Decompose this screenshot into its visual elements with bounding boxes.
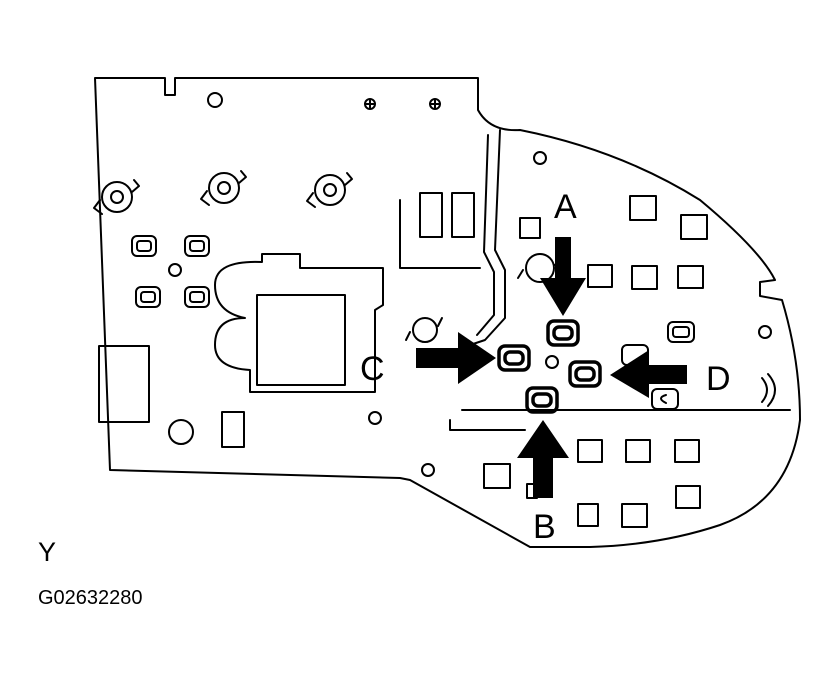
arrow-d-left (610, 350, 687, 398)
square-component (577, 503, 599, 527)
mounting-hole (168, 263, 182, 277)
contact-pad (184, 235, 210, 257)
arrow-b-up (517, 420, 569, 498)
central-module-outline (214, 253, 384, 393)
bulb-socket (517, 253, 562, 283)
mounting-hole (758, 325, 772, 339)
terminal-b-pad (525, 386, 559, 414)
square-component (677, 265, 704, 289)
square-component (675, 485, 701, 509)
terminal-a-inner (552, 325, 574, 341)
terminal-b-inner (531, 392, 553, 408)
bulb-socket (93, 179, 140, 215)
arrow-a-down (540, 237, 586, 316)
contact-pad-inner (189, 291, 205, 303)
square-component (629, 195, 657, 221)
screw-cross-icon (365, 99, 375, 109)
contact-pad-inner (136, 240, 152, 252)
arrow-c-right (416, 332, 496, 384)
terminal-d-pad (568, 360, 602, 388)
contact-pad-inner (140, 291, 156, 303)
mounting-hole (545, 355, 559, 369)
inner-frame-line (449, 419, 526, 431)
screw-cross-icon (430, 99, 440, 109)
terminal-c-pad (497, 344, 531, 372)
square-component (674, 439, 700, 463)
view-label: Y (38, 537, 56, 567)
square-component (631, 265, 658, 290)
contact-pad (667, 321, 695, 343)
callout-label-d: D (706, 360, 731, 398)
mounting-hole (533, 151, 547, 165)
component-block (451, 192, 475, 238)
terminal-c-inner (503, 350, 525, 366)
component-block (98, 345, 150, 423)
figure-code: G02632280 (38, 587, 143, 609)
square-component (621, 503, 648, 528)
square-component (483, 463, 511, 489)
mounting-hole (421, 463, 435, 477)
board-outline (94, 77, 801, 548)
contact-pad (184, 286, 210, 308)
inner-frame-line (399, 199, 481, 269)
contact-pad-inner (672, 326, 690, 338)
square-component (680, 214, 708, 240)
socket-edge (761, 373, 776, 407)
callout-label-b: B (533, 508, 556, 546)
central-module-window (256, 294, 346, 386)
inner-trace-line (469, 129, 506, 346)
bulb-socket (306, 172, 353, 208)
contact-pad-inner (189, 240, 205, 252)
square-component (519, 217, 541, 239)
callout-label-c: C (360, 350, 385, 388)
contact-pad (131, 235, 157, 257)
terminal-a-pad (546, 319, 580, 347)
terminal-d-inner (574, 366, 596, 382)
callout-label-a: A (554, 188, 577, 226)
inner-trace-line (476, 134, 495, 336)
component-block (419, 192, 443, 238)
square-component (587, 264, 613, 288)
large-mounting-hole (168, 419, 194, 445)
bulb-socket (200, 170, 247, 206)
contact-pad (135, 286, 161, 308)
square-component (577, 439, 603, 463)
contact-pad-inner (660, 394, 667, 404)
mounting-hole (207, 92, 223, 108)
contact-pad (651, 388, 679, 410)
component-block (221, 411, 245, 448)
bulb-socket (405, 317, 443, 343)
square-component (625, 439, 651, 463)
mounting-hole (368, 411, 382, 425)
